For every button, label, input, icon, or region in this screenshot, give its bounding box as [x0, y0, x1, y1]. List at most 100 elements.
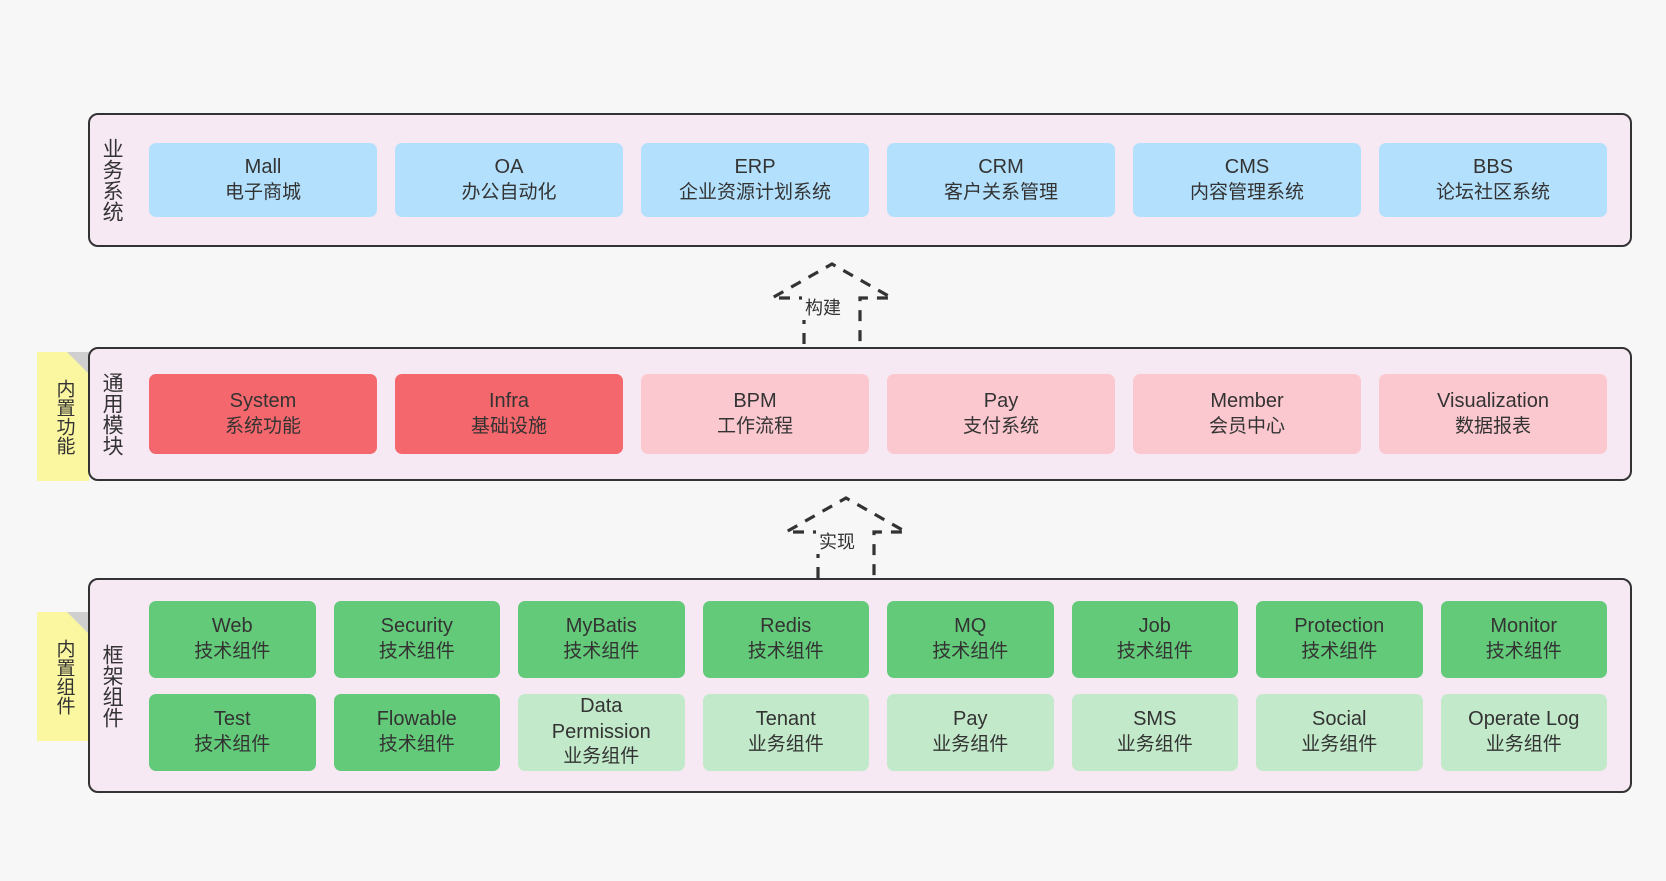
list-item[interactable]: Flowable 技术组件 — [325, 693, 510, 771]
connector-implement: 实现 — [766, 492, 926, 584]
note-fold-corner-icon — [67, 352, 89, 374]
box-title: BBS — [1472, 156, 1514, 179]
list-item[interactable]: Redis 技术组件 — [694, 600, 879, 678]
box-bbs[interactable]: BBS 论坛社区系统 — [1379, 143, 1607, 217]
box-title: Redis — [760, 615, 812, 638]
box-subtitle: 业务组件 — [747, 733, 824, 755]
box-tenant[interactable]: Tenant 业务组件 — [702, 693, 869, 771]
list-item[interactable]: Data Permission 业务组件 — [509, 693, 694, 771]
box-title: Tenant — [755, 708, 816, 731]
box-job[interactable]: Job 技术组件 — [1071, 600, 1238, 678]
box-subtitle: 业务组件 — [1116, 733, 1193, 755]
box-pay-component[interactable]: Pay 业务组件 — [887, 693, 1054, 771]
list-item[interactable]: Monitor 技术组件 — [1432, 600, 1617, 678]
list-item[interactable]: CRM 客户关系管理 — [878, 143, 1124, 217]
list-item[interactable]: MQ 技术组件 — [878, 600, 1063, 678]
list-item[interactable]: Tenant 业务组件 — [694, 693, 879, 771]
list-item[interactable]: Operate Log 业务组件 — [1432, 693, 1617, 771]
list-item[interactable]: SMS 业务组件 — [1063, 693, 1248, 771]
box-subtitle: 办公自动化 — [461, 181, 557, 203]
box-title: System — [229, 390, 297, 413]
box-title: Job — [1138, 615, 1171, 638]
box-title: CMS — [1224, 156, 1270, 179]
box-subtitle: 数据报表 — [1454, 415, 1531, 437]
box-security[interactable]: Security 技术组件 — [333, 600, 500, 678]
list-item[interactable]: Job 技术组件 — [1063, 600, 1248, 678]
list-item[interactable]: Pay 支付系统 — [878, 374, 1124, 454]
note-fold-corner-icon — [67, 612, 89, 634]
box-infra[interactable]: Infra 基础设施 — [395, 374, 623, 454]
list-item[interactable]: System 系统功能 — [140, 374, 386, 454]
box-subtitle: 业务组件 — [1301, 733, 1378, 755]
box-crm[interactable]: CRM 客户关系管理 — [887, 143, 1115, 217]
box-subtitle: 技术组件 — [1485, 640, 1562, 662]
box-subtitle: 技术组件 — [1116, 640, 1193, 662]
box-title: MQ — [954, 615, 987, 638]
box-title: Pay — [983, 390, 1019, 413]
box-subtitle: 业务组件 — [932, 733, 1009, 755]
box-flowable[interactable]: Flowable 技术组件 — [333, 693, 500, 771]
list-item[interactable]: Member 会员中心 — [1124, 374, 1370, 454]
layer-common-modules-row-1: System 系统功能 Infra 基础设施 BPM 工作流程 — [140, 374, 1616, 454]
box-title: OA — [494, 156, 524, 179]
box-monitor[interactable]: Monitor 技术组件 — [1440, 600, 1607, 678]
box-bpm[interactable]: BPM 工作流程 — [641, 374, 869, 454]
list-item[interactable]: CMS 内容管理系统 — [1124, 143, 1370, 217]
box-sms[interactable]: SMS 业务组件 — [1071, 693, 1238, 771]
list-item[interactable]: BBS 论坛社区系统 — [1370, 143, 1616, 217]
list-item[interactable]: Test 技术组件 — [140, 693, 325, 771]
list-item[interactable]: OA 办公自动化 — [386, 143, 632, 217]
box-data-permission[interactable]: Data Permission 业务组件 — [518, 693, 685, 771]
box-title: Monitor — [1490, 615, 1558, 638]
box-system[interactable]: System 系统功能 — [149, 374, 377, 454]
layer-business-systems-title: 业务系统 — [100, 138, 124, 222]
box-subtitle: 技术组件 — [378, 733, 455, 755]
box-mall[interactable]: Mall 电子商城 — [149, 143, 377, 217]
connector-build-label: 构建 — [802, 294, 844, 320]
layer-framework-components-row-1: Web 技术组件 Security 技术组件 MyBatis 技术组件 — [140, 600, 1617, 678]
box-pay[interactable]: Pay 支付系统 — [887, 374, 1115, 454]
box-test[interactable]: Test 技术组件 — [149, 693, 316, 771]
box-erp[interactable]: ERP 企业资源计划系统 — [641, 143, 869, 217]
list-item[interactable]: Infra 基础设施 — [386, 374, 632, 454]
box-title: Pay — [953, 708, 988, 731]
list-item[interactable]: Visualization 数据报表 — [1370, 374, 1616, 454]
box-web[interactable]: Web 技术组件 — [149, 600, 316, 678]
list-item[interactable]: MyBatis 技术组件 — [509, 600, 694, 678]
list-item[interactable]: Social 业务组件 — [1247, 693, 1432, 771]
box-member[interactable]: Member 会员中心 — [1133, 374, 1361, 454]
box-subtitle: 业务组件 — [563, 746, 640, 768]
box-subtitle: 技术组件 — [932, 640, 1009, 662]
box-cms[interactable]: CMS 内容管理系统 — [1133, 143, 1361, 217]
box-operate-log[interactable]: Operate Log 业务组件 — [1440, 693, 1607, 771]
list-item[interactable]: Security 技术组件 — [325, 600, 510, 678]
box-title: Protection — [1294, 615, 1385, 638]
box-social[interactable]: Social 业务组件 — [1256, 693, 1423, 771]
box-mybatis[interactable]: MyBatis 技术组件 — [518, 600, 685, 678]
box-protection[interactable]: Protection 技术组件 — [1256, 600, 1423, 678]
box-title: MyBatis — [565, 615, 637, 638]
list-item[interactable]: Mall 电子商城 — [140, 143, 386, 217]
list-item[interactable]: Pay 业务组件 — [878, 693, 1063, 771]
list-item[interactable]: Web 技术组件 — [140, 600, 325, 678]
box-subtitle: 论坛社区系统 — [1435, 181, 1550, 203]
box-title: SMS — [1133, 708, 1177, 731]
layer-business-systems-body: Mall 电子商城 OA 办公自动化 ERP 企业资源计划系统 — [132, 115, 1630, 245]
box-oa[interactable]: OA 办公自动化 — [395, 143, 623, 217]
box-visualization[interactable]: Visualization 数据报表 — [1379, 374, 1607, 454]
box-title: Visualization — [1437, 390, 1549, 413]
note-builtin-components-label: 内置组件 — [53, 638, 75, 715]
box-redis[interactable]: Redis 技术组件 — [702, 600, 869, 678]
layer-framework-components-title: 框架组件 — [100, 643, 124, 728]
connector-implement-label: 实现 — [816, 528, 858, 554]
box-subtitle: 技术组件 — [1301, 640, 1378, 662]
box-subtitle: 工作流程 — [716, 415, 793, 437]
list-item[interactable]: ERP 企业资源计划系统 — [632, 143, 878, 217]
box-title: ERP — [734, 156, 776, 179]
box-title: Flowable — [376, 708, 457, 731]
list-item[interactable]: Protection 技术组件 — [1247, 600, 1432, 678]
layer-framework-components-body: Web 技术组件 Security 技术组件 MyBatis 技术组件 — [132, 580, 1630, 791]
box-mq[interactable]: MQ 技术组件 — [887, 600, 1054, 678]
list-item[interactable]: BPM 工作流程 — [632, 374, 878, 454]
box-title: Operate Log — [1468, 708, 1580, 731]
